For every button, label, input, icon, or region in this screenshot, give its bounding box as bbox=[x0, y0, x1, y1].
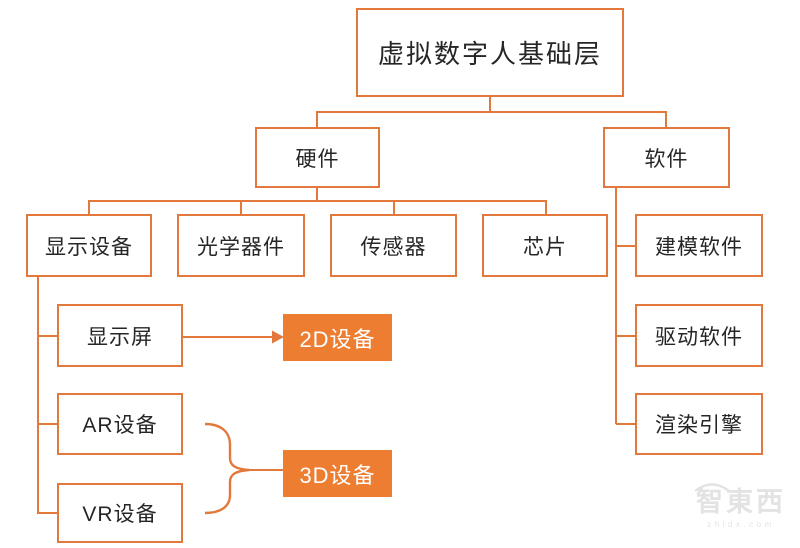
node-chip: 芯片 bbox=[482, 214, 608, 277]
node-vr-device: VR设备 bbox=[57, 483, 183, 543]
brace-ar-vr-icon bbox=[204, 422, 250, 515]
node-display-device: 显示设备 bbox=[26, 214, 152, 277]
node-hardware: 硬件 bbox=[255, 127, 380, 188]
node-software: 软件 bbox=[603, 127, 730, 188]
watermark-logo-text: 智東西 bbox=[696, 487, 786, 517]
node-optical-components: 光学器件 bbox=[177, 214, 305, 277]
watermark-url-text: zhidx.com bbox=[707, 519, 775, 529]
connector-display-device-to-children bbox=[37, 277, 57, 514]
connector-software-to-children bbox=[615, 187, 635, 425]
watermark-arc-icon bbox=[694, 483, 730, 492]
connector-hardware-to-children bbox=[88, 187, 547, 214]
connector-root-to-level2 bbox=[316, 97, 667, 127]
node-sensor: 传感器 bbox=[330, 214, 457, 277]
node-display-screen: 显示屏 bbox=[57, 304, 183, 367]
node-root: 虚拟数字人基础层 bbox=[356, 8, 624, 97]
watermark: 智東西 zhidx.com bbox=[686, 482, 796, 529]
node-3d-device: 3D设备 bbox=[283, 450, 392, 497]
arrowhead-icon bbox=[272, 330, 284, 344]
node-ar-device: AR设备 bbox=[57, 393, 183, 455]
node-2d-device: 2D设备 bbox=[283, 314, 392, 361]
node-rendering-engine: 渲染引擎 bbox=[635, 393, 763, 455]
node-modeling-software: 建模软件 bbox=[635, 214, 763, 277]
node-driver-software: 驱动软件 bbox=[635, 304, 763, 367]
